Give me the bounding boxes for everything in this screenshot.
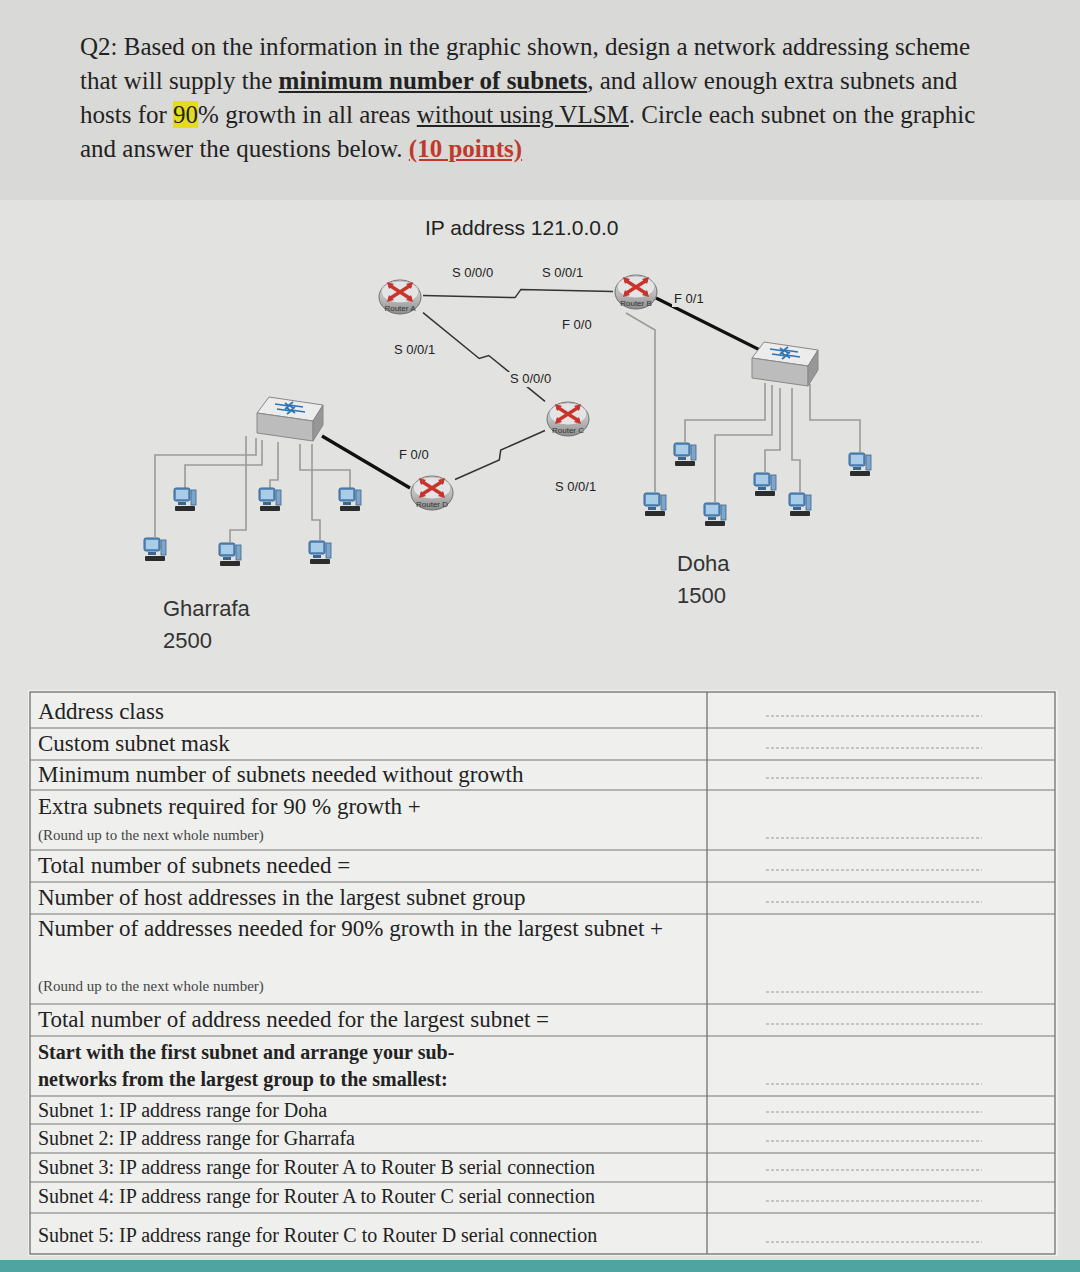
table-cell: Start with the first subnet and arrange … [38,1039,508,1093]
table-cell: Total number of subnets needed = [38,853,698,879]
table-cell: Total number of address needed for the l… [38,1007,698,1033]
pc-icons [144,443,871,566]
table-cell: Address class [38,699,698,725]
interface-label: S 0/0/1 [553,480,598,495]
interface-label: S 0/0/0 [508,372,553,387]
table-cell: Subnet 2: IP address range for Gharrafa [38,1127,703,1150]
router: Router A [377,276,423,316]
table-cell: Subnet 3: IP address range for Router A … [38,1156,703,1179]
question-text: minimum number of subnets [279,67,588,94]
question-text: 90 [173,101,198,128]
interface-label: S 0/0/1 [392,343,437,358]
question-text: (10 points) [409,135,522,162]
serial-link [423,289,613,297]
router: Router C [545,398,591,438]
table-cell: Number of addresses needed for 90% growt… [38,916,688,942]
router: Router D [409,472,455,512]
router-label: Router C [545,426,591,435]
question-text: without using VLSM [417,101,629,128]
router: Router B [613,271,659,311]
switch-icon [257,397,323,441]
table-cell: Custom subnet mask [38,731,698,757]
question-text: Q2: Based on the information in the grap… [80,30,985,166]
table-cell: (Round up to the next whole number) [38,827,698,844]
table-ground [28,690,1058,1256]
interface-label: F 0/0 [560,318,594,333]
serial-link [455,431,545,480]
site-label: Gharrafa [163,596,250,621]
paper-shadow [0,0,1080,200]
question-text: % growth in all areas [198,101,410,128]
site-label: 2500 [163,628,212,653]
interface-label: F 0/1 [672,292,706,307]
interface-label: F 0/0 [397,448,431,463]
site-label: IP address 121.0.0.0 [425,216,618,240]
table-cell: Subnet 5: IP address range for Router C … [38,1224,703,1247]
router-label: Router A [377,304,423,313]
router-label: Router D [409,500,455,509]
serial-link [423,313,545,402]
router-label: Router B [613,299,659,308]
interface-label: S 0/0/0 [450,266,495,281]
interface-label: S 0/0/1 [540,266,585,281]
table-cell: Number of host addresses in the largest … [38,885,698,911]
screen-edge [0,1260,1080,1272]
switch-icon [752,342,818,386]
table-cell: Subnet 1: IP address range for Doha [38,1099,703,1122]
site-label: 1500 [677,583,726,608]
site-label: Doha [677,551,730,576]
table-cell: Extra subnets required for 90 % growth + [38,794,698,820]
answer-table [30,692,1055,1254]
table-cell: Subnet 4: IP address range for Router A … [38,1185,703,1208]
table-cell: Minimum number of subnets needed without… [38,762,698,788]
table-cell: (Round up to the next whole number) [38,978,698,995]
